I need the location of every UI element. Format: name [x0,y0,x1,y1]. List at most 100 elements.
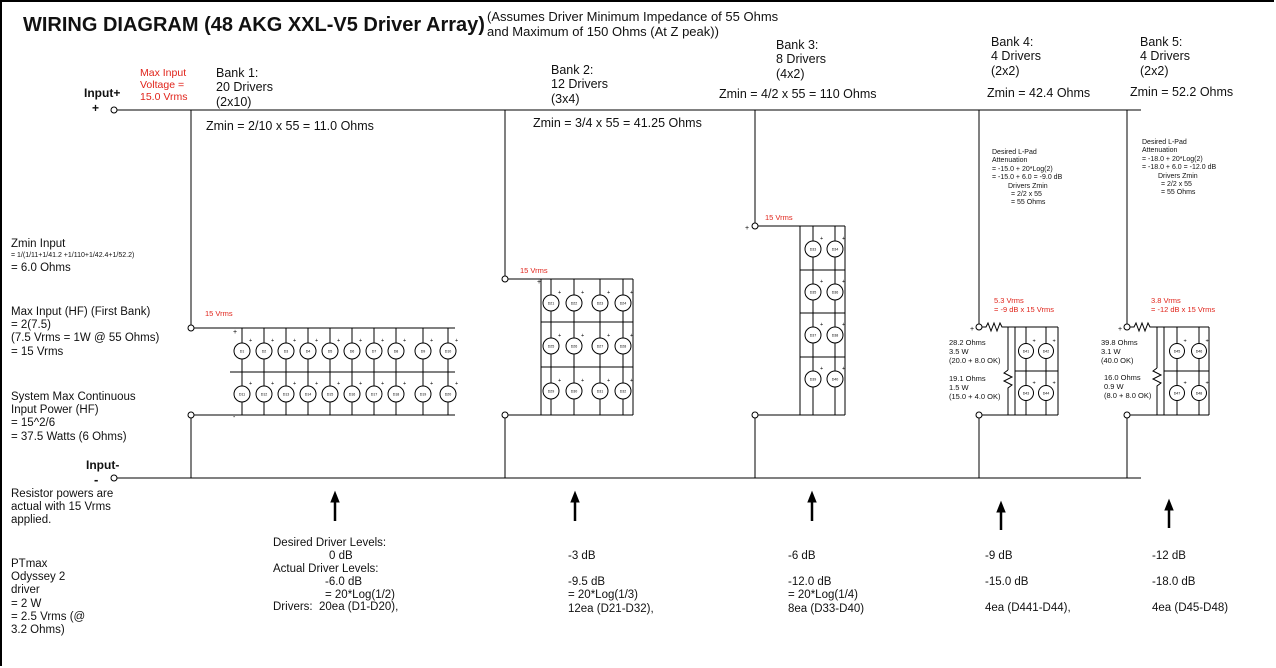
driver-d27: D27 + [591,333,610,355]
bank3-header: Bank 3:8 Drivers(4x2) [776,38,827,81]
svg-text:+: + [271,338,274,344]
svg-text:+: + [249,381,252,387]
driver-d11: D11 + [233,381,252,403]
svg-text:+: + [630,378,633,384]
svg-text:+: + [293,338,296,344]
svg-text:D11: D11 [239,393,245,397]
svg-text:D19: D19 [420,393,427,397]
bank2-zmin: Zmin = 3/4 x 55 = 41.25 Ohms [533,116,702,130]
svg-text:+: + [607,378,610,384]
svg-text:D7: D7 [372,350,377,354]
driver-d46: D46 + [1191,339,1209,359]
svg-text:+: + [1053,381,1056,387]
svg-text:D39: D39 [810,378,817,382]
svg-text:D40: D40 [832,378,839,382]
driver-d36: D36+ [826,279,845,301]
driver-d32: D32+ [614,378,633,400]
levels-column-bank4: -9 dB -15.0 dB 4ea (D441-D44), [985,550,1071,615]
svg-text:+: + [745,225,749,232]
svg-text:+: + [558,290,561,296]
svg-text:D23: D23 [597,302,604,306]
svg-text:-: - [233,414,236,421]
svg-text:+: + [820,322,823,328]
svg-text:+: + [337,381,340,387]
svg-text:D22: D22 [571,302,578,306]
driver-d12: D12+ [255,381,274,403]
svg-text:D48: D48 [1196,392,1203,396]
driver-d3: D3+ [277,338,296,360]
svg-text:D29: D29 [548,390,555,394]
svg-text:D46: D46 [1196,350,1203,354]
svg-text:D27: D27 [597,345,604,349]
svg-text:+: + [381,381,384,387]
svg-text:+: + [581,378,584,384]
svg-text:D13: D13 [283,393,290,397]
driver-d37: D37+ [804,322,823,344]
svg-text:+: + [630,333,633,339]
driver-d21: D21+ [542,290,561,312]
svg-text:D4: D4 [306,350,311,354]
driver-d15: D15+ [321,381,340,403]
bank1-level-label: 15 Vrms [205,309,233,318]
svg-text:+: + [337,338,340,344]
driver-d18: D18+ [387,381,406,403]
driver-d43: D43 + [1018,381,1036,401]
bank4-level-label: 5.3 Vrms= -9 dB x 15 Vrms [994,296,1054,314]
svg-text:+: + [1033,381,1036,387]
svg-text:+: + [1206,381,1209,387]
svg-text:D2: D2 [262,350,267,354]
driver-d33: D33+ [804,236,823,258]
svg-text:D8: D8 [394,350,399,354]
assumption-note: (Assumes Driver Minimum Impedance of 55 … [487,9,779,39]
svg-text:D5: D5 [328,350,333,354]
svg-text:D43: D43 [1023,392,1030,396]
svg-text:D26: D26 [571,345,578,349]
driver-d45: D45+ [1169,339,1187,359]
driver-d7: D7+ [365,338,384,360]
svg-text:+: + [820,279,823,285]
svg-text:+: + [820,366,823,372]
svg-text:+: + [1184,339,1187,345]
max-input-hf-note: Max Input (HF) (First Bank)= 2(7.5) (7.5… [11,306,160,358]
svg-text:D17: D17 [371,393,378,397]
zmin-input-note: Zmin Input = 1/(1/11+1/41.2 +1/110+1/42.… [11,238,135,274]
svg-text:D34: D34 [832,248,839,252]
svg-text:D12: D12 [261,393,268,397]
diagram-title: WIRING DIAGRAM (48 AKG XXL-V5 Driver Arr… [23,14,485,36]
bank5-header: Bank 5:4 Drivers(2x2) [1140,35,1191,78]
bank2-level-label: 15 Vrms [520,266,548,275]
svg-text:+: + [315,338,318,344]
input-plus-label: Input+ [84,86,121,100]
driver-d41: D41+ [1018,339,1036,359]
levels-column-bank5: -12 dB -18.0 dB 4ea (D45-D48) [1152,550,1229,615]
svg-text:+: + [1118,326,1122,333]
input-minus-terminal: - [94,472,99,487]
driver-d20: D20+ [439,381,458,403]
levels-column-bank3: -6 dB -12.0 dB = 20*Log(1/4) 8ea (D33-D4… [788,550,865,615]
svg-text:D6: D6 [350,350,355,354]
svg-text:+: + [537,279,541,286]
bank1-zmin: Zmin = 2/10 x 55 = 11.0 Ohms [206,119,374,133]
driver-d34: D34+ [826,236,845,258]
svg-text:+: + [1206,339,1209,345]
svg-text:+: + [842,366,845,372]
svg-text:+: + [233,329,237,336]
svg-text:+: + [607,333,610,339]
svg-text:+: + [1184,381,1187,387]
svg-text:D31: D31 [597,390,604,394]
svg-text:+: + [581,290,584,296]
driver-d26: D26+ [565,333,584,355]
driver-d29: D29+ [542,378,561,400]
driver-d16: D16+ [343,381,362,403]
svg-text:D9: D9 [421,350,426,354]
svg-text:+: + [315,381,318,387]
driver-d8: D8+ [387,338,406,360]
driver-d17: D17 + [365,381,384,403]
